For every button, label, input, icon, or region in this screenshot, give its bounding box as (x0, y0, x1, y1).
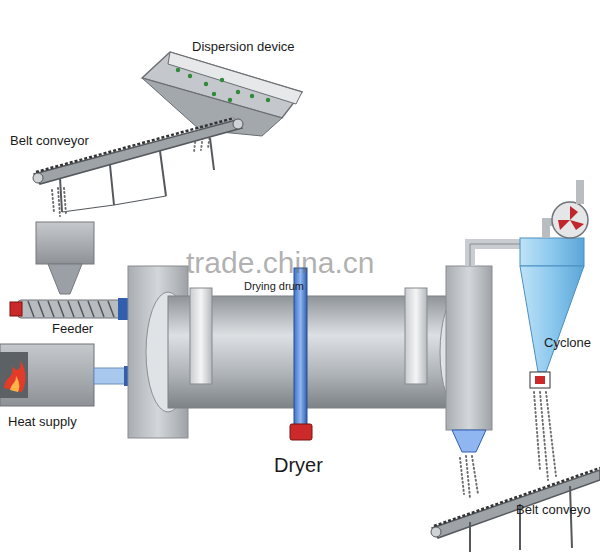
belt-conveyor-bottom (431, 468, 600, 552)
cyclone (470, 180, 588, 388)
part-label: Belt conveyo (516, 503, 590, 517)
heat-supply (0, 344, 132, 406)
watermark: trade.china.cn (186, 246, 374, 279)
part-label: Belt conveyor (10, 134, 89, 148)
part-title: Dryer (274, 454, 323, 476)
feeder (10, 222, 128, 320)
part-label: Feeder (52, 322, 93, 336)
part-label: Heat supply (8, 415, 77, 429)
part-label: Dispersion device (192, 40, 295, 54)
part-label: Cyclone (544, 336, 591, 350)
part-label: Drying drum (244, 280, 304, 292)
rotary-dryer (128, 266, 492, 452)
